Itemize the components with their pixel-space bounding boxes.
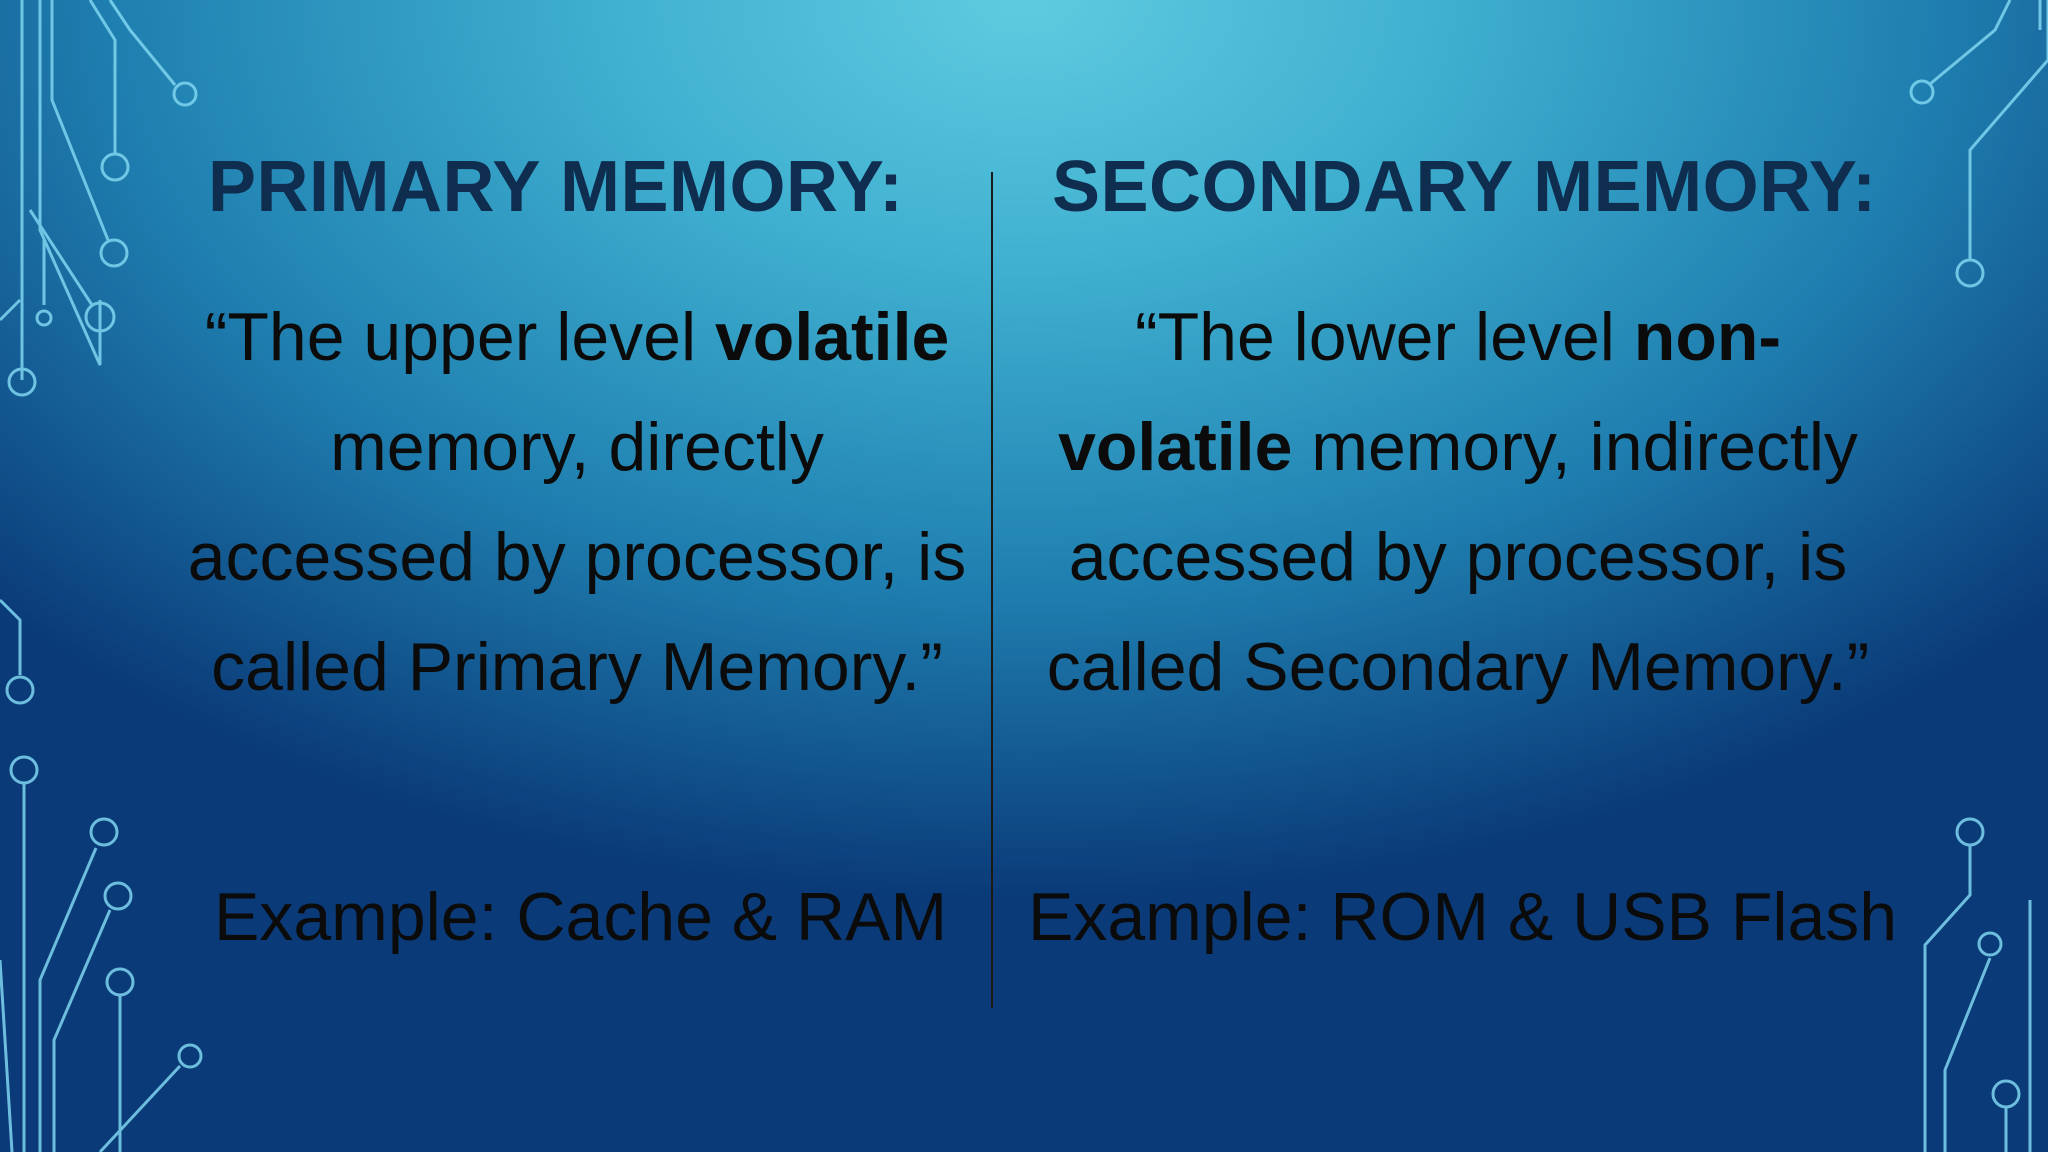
primary-memory-definition: “The upper level volatile memory, direct… bbox=[186, 282, 968, 722]
circuit-node bbox=[9, 755, 39, 785]
circuit-node bbox=[103, 881, 133, 911]
definition-line: memory, directly bbox=[186, 392, 968, 502]
primary-memory-example: Example: Cache & RAM bbox=[214, 879, 948, 955]
circuit-line bbox=[38, 847, 98, 1152]
definition-line: accessed by processor, is bbox=[1018, 502, 1898, 612]
definition-text: accessed by processor, is bbox=[187, 519, 967, 595]
circuit-line bbox=[108, 0, 177, 86]
circuit-node bbox=[172, 81, 198, 107]
circuit-line bbox=[28, 209, 94, 306]
circuit-node bbox=[1977, 931, 2003, 957]
circuit-node bbox=[1991, 1079, 2021, 1109]
circuit-line bbox=[0, 298, 22, 322]
circuit-node bbox=[105, 967, 135, 997]
definition-text: called Secondary Memory.” bbox=[1046, 629, 1870, 705]
circuit-line bbox=[50, 0, 110, 241]
definition-line: “The lower level non- bbox=[1018, 282, 1898, 392]
circuit-node bbox=[35, 309, 53, 327]
circuit-line bbox=[1923, 846, 1972, 1152]
definition-text: memory, indirectly bbox=[1292, 409, 1858, 485]
definition-text: called Primary Memory.” bbox=[211, 629, 943, 705]
circuit-line bbox=[52, 909, 112, 1152]
circuit-node bbox=[177, 1043, 203, 1069]
circuit-line bbox=[1943, 957, 1992, 1152]
circuit-line bbox=[0, 959, 14, 1152]
circuit-line bbox=[88, 0, 117, 155]
circuit-node bbox=[1909, 79, 1935, 105]
definition-text: accessed by processor, is bbox=[1068, 519, 1848, 595]
definition-line: called Secondary Memory.” bbox=[1018, 612, 1898, 722]
secondary-memory-heading: SECONDARY MEMORY: bbox=[1052, 147, 1877, 227]
circuit-node bbox=[99, 238, 129, 268]
circuit-line bbox=[98, 1064, 182, 1152]
definition-bold-text: non- bbox=[1633, 299, 1782, 375]
circuit-node bbox=[84, 301, 116, 333]
circuit-node bbox=[1955, 258, 1985, 288]
secondary-memory-definition: “The lower level non- volatile memory, i… bbox=[1018, 282, 1898, 722]
circuit-node bbox=[1955, 817, 1985, 847]
circuit-node bbox=[100, 152, 130, 182]
definition-text: memory, directly bbox=[330, 409, 824, 485]
circuit-line bbox=[38, 0, 102, 366]
definition-text: “The lower level bbox=[1134, 299, 1634, 375]
definition-line: accessed by processor, is bbox=[186, 502, 968, 612]
circuit-line bbox=[1968, 0, 2048, 260]
secondary-memory-example: Example: ROM & USB Flash bbox=[1028, 879, 1898, 955]
definition-text: “The upper level bbox=[204, 299, 715, 375]
column-divider bbox=[991, 172, 993, 1008]
circuit-node bbox=[5, 675, 35, 705]
definition-line: volatile memory, indirectly bbox=[1018, 392, 1898, 502]
primary-memory-heading: PRIMARY MEMORY: bbox=[208, 147, 904, 227]
circuit-line bbox=[0, 598, 22, 675]
definition-bold-text: volatile bbox=[714, 299, 950, 375]
definition-line: called Primary Memory.” bbox=[186, 612, 968, 722]
definition-line: “The upper level volatile bbox=[186, 282, 968, 392]
circuit-node bbox=[7, 367, 37, 397]
circuit-node bbox=[89, 817, 119, 847]
circuit-line bbox=[1929, 0, 2012, 86]
definition-bold-text: volatile bbox=[1058, 409, 1293, 485]
